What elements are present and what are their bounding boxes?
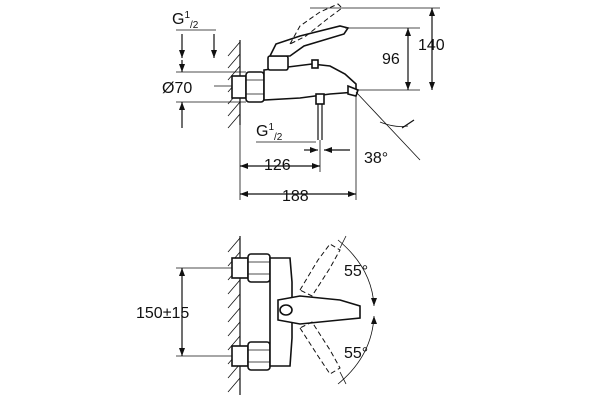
- dim-188-label: 188: [282, 188, 309, 205]
- lever-raised-outline: [288, 3, 343, 46]
- dia-70-label: Ø70: [162, 80, 192, 97]
- eccentric-nut-side: [231, 75, 247, 99]
- diverter-knob-side: [311, 59, 319, 69]
- thread-top-label: G1/2: [172, 10, 199, 31]
- eccentric-nut-top-front: [231, 257, 249, 279]
- dim-126-label: 126: [264, 157, 291, 174]
- dim-140-label: 140: [418, 37, 445, 54]
- lever-handle-side: [268, 25, 350, 57]
- flange-top-front: [247, 253, 271, 283]
- shower-outlet-side: [315, 93, 325, 105]
- thread-bottom-label: G1/2: [256, 122, 283, 143]
- wall-hatching-front: [227, 237, 241, 393]
- lever-rotated-up-outline: [299, 243, 341, 297]
- flange-bottom-front: [247, 341, 271, 371]
- lever-handle-front: [277, 295, 361, 325]
- angle-38-label: 38°: [364, 150, 388, 167]
- lever-rotated-down-outline: [299, 321, 341, 375]
- angle-55-bottom-label: 55°: [344, 345, 368, 362]
- side-view: 38° 96 140 G1/2 Ø70 G1/2: [162, 3, 445, 205]
- angle-55-top-label: 55°: [344, 263, 368, 280]
- angle-38-arc: [379, 121, 409, 127]
- lever-base-side: [267, 55, 289, 71]
- lever-hub-front: [279, 304, 293, 316]
- dim-150-label: 150±15: [136, 305, 189, 322]
- dim-96-label: 96: [382, 51, 400, 68]
- mixer-body-side: [263, 63, 357, 101]
- flange-cover-side: [245, 71, 265, 103]
- eccentric-nut-bottom-front: [231, 345, 249, 367]
- angle-38-line: [355, 91, 421, 161]
- front-view: 55° 55° 150±15: [136, 235, 377, 395]
